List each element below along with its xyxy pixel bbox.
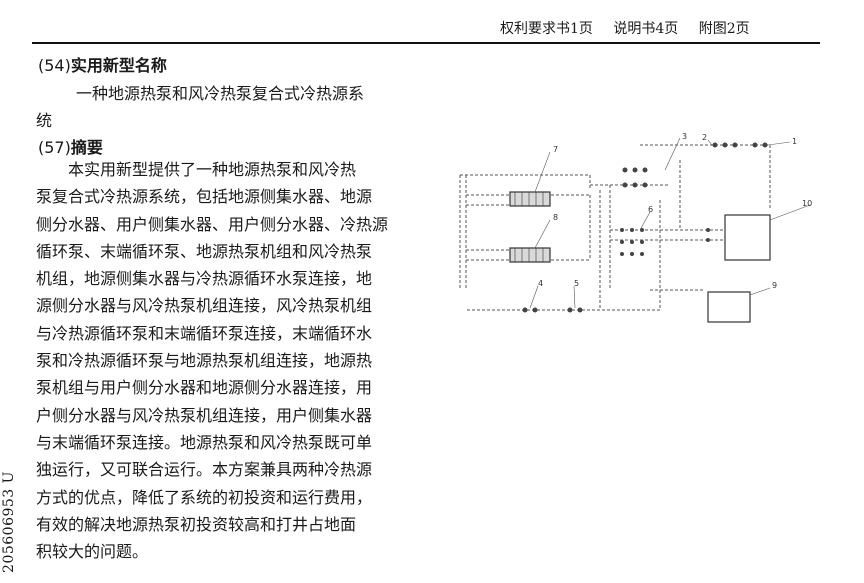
tab-drawings: 附图2页 bbox=[698, 21, 750, 37]
figure-label-7: 7 bbox=[553, 145, 558, 154]
section-57-number: (57) bbox=[38, 138, 71, 157]
abstract-line: 有效的解决地源热泵初投资较高和打井占地面 bbox=[36, 514, 357, 534]
abstract-line: 机组，地源侧集水器与冷热源循环水泵连接，地 bbox=[36, 269, 373, 289]
section-57-heading: (57)摘要 bbox=[38, 134, 103, 158]
section-54-number: (54) bbox=[38, 56, 71, 75]
abstract-line: 泵机组与用户侧分水器和地源侧分水器连接，用 bbox=[36, 378, 373, 398]
system-schematic-figure: 7 8 3 2 1 6 4 5 10 9 bbox=[450, 130, 820, 334]
figure-label-3: 3 bbox=[682, 132, 687, 141]
header-divider bbox=[32, 42, 820, 44]
publication-number: 205606953 U bbox=[0, 471, 17, 573]
abstract-line: 源侧分水器与风冷热泵机组连接，风冷热泵机组 bbox=[36, 296, 373, 316]
figure-label-5: 5 bbox=[574, 279, 579, 288]
figure-label-6: 6 bbox=[648, 205, 653, 214]
schematic-svg: 7 8 3 2 1 6 4 5 10 9 bbox=[459, 132, 812, 323]
figure-label-8: 8 bbox=[553, 213, 558, 222]
figure-label-2: 2 bbox=[702, 133, 707, 142]
section-54-heading: (54)实用新型名称 bbox=[38, 52, 167, 76]
utility-model-title-line-1: 一种地源热泵和风冷热泵复合式冷热源系 bbox=[76, 84, 365, 103]
abstract-line: 户侧分水器与风冷热泵机组连接，用户侧集水器 bbox=[36, 405, 373, 425]
abstract-line: 与末端循环泵连接。地源热泵和风冷热泵既可单 bbox=[36, 432, 373, 452]
abstract-line: 方式的优点，降低了系统的初投资和运行费用， bbox=[36, 487, 373, 507]
header-document-tabs: 权利要求书1页 说明书4页 附图2页 bbox=[500, 18, 766, 38]
publication-number-vertical: 205606953 U bbox=[0, 470, 24, 580]
abstract-line: 与冷热源循环泵和末端循环泵连接，末端循环水 bbox=[36, 323, 373, 343]
abstract-line: 积较大的问题。 bbox=[36, 542, 149, 562]
figure-label-4: 4 bbox=[538, 279, 543, 288]
utility-model-title-line-2: 统 bbox=[36, 111, 53, 130]
abstract-text: 本实用新型提供了一种地源热泵和风冷热 泵复合式冷热源系统，包括地源侧集水器、地源… bbox=[36, 156, 416, 565]
tab-claims: 权利要求书1页 bbox=[500, 21, 593, 37]
abstract-line: 泵复合式冷热源系统，包括地源侧集水器、地源 bbox=[36, 187, 373, 207]
figure-label-9: 9 bbox=[772, 281, 777, 290]
section-54-label: 实用新型名称 bbox=[70, 56, 167, 75]
abstract-line: 泵和冷热源循环泵与地源热泵机组连接，地源热 bbox=[36, 351, 373, 371]
abstract-line: 独运行，又可联合运行。本方案兼具两种冷热源 bbox=[36, 460, 373, 480]
abstract-line: 循环泵、末端循环泵、地源热泵机组和风冷热泵 bbox=[36, 241, 373, 261]
tab-description: 说明书4页 bbox=[613, 21, 679, 37]
figure-label-10: 10 bbox=[802, 199, 812, 208]
section-57-label: 摘要 bbox=[70, 138, 103, 157]
abstract-line: 本实用新型提供了一种地源热泵和风冷热 bbox=[36, 160, 357, 179]
figure-label-1: 1 bbox=[792, 137, 797, 146]
abstract-line: 侧分水器、用户侧集水器、用户侧分水器、冷热源 bbox=[36, 214, 389, 234]
